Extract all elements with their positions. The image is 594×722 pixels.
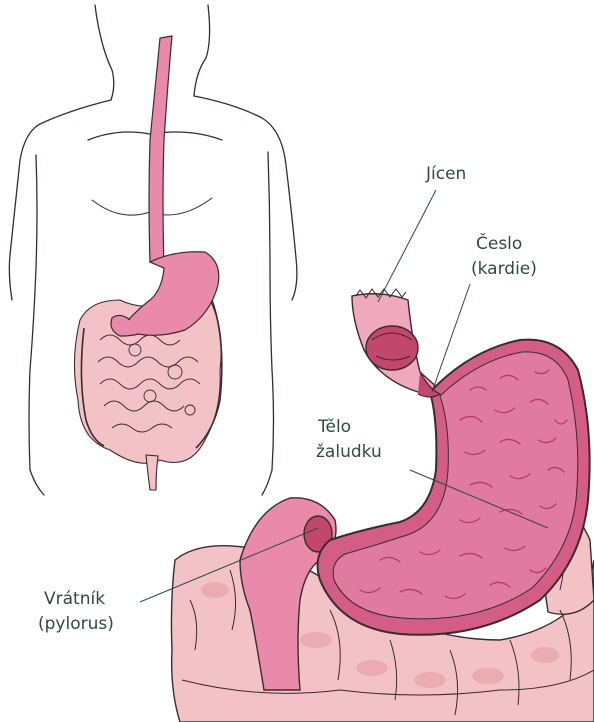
label-esophagus: Jícen <box>426 163 466 185</box>
label-body-line2: žaludku <box>316 441 382 463</box>
leader-esophagus <box>378 190 436 302</box>
label-cardia-line1: Česlo <box>476 233 522 255</box>
label-cardia-line2: (kardie) <box>471 258 537 280</box>
label-pylorus-line1: Vrátník <box>44 588 105 610</box>
esophagus-large <box>352 289 440 393</box>
stomach-large <box>318 340 590 635</box>
label-body-line1: Tělo <box>318 416 351 438</box>
label-pylorus-line2: (pylorus) <box>38 613 114 635</box>
stomach-small-figure <box>111 36 219 336</box>
